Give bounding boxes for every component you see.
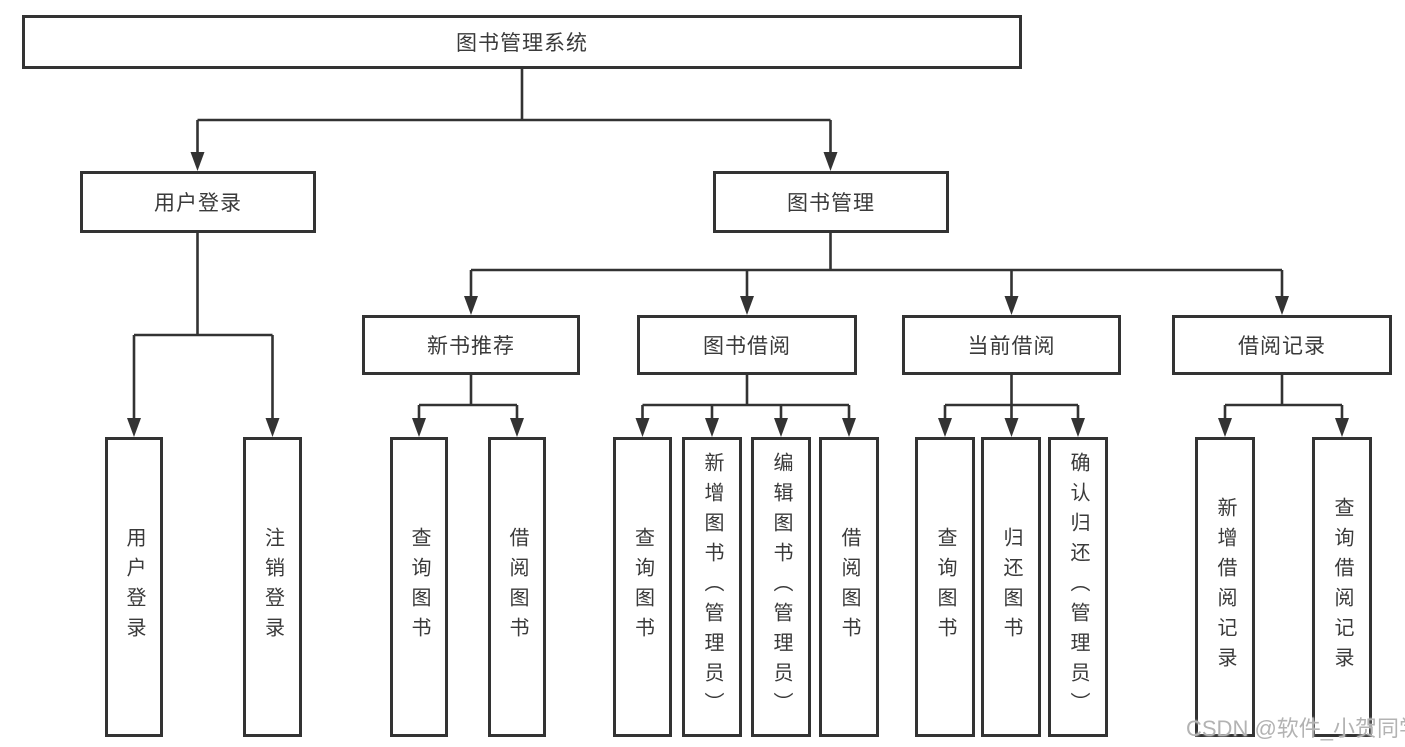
leaf-label: 借阅图书 [506, 527, 528, 647]
leaf-user-login: 用户登录 [105, 437, 163, 737]
leaf-label: 查询图书 [934, 527, 956, 647]
leaf-add-books-admin: 新增图书（管理员） [682, 437, 742, 737]
csdn-watermark: CSDN @软件_小贺同学 [1186, 716, 1405, 741]
leaf-label: 确认归还（管理员） [1067, 452, 1089, 722]
leaf-label: 新增图书（管理员） [701, 452, 723, 722]
leaf-label: 查询图书 [408, 527, 430, 647]
node-book-management: 图书管理 [713, 171, 949, 233]
leaf-label: 编辑图书（管理员） [770, 452, 792, 722]
node-borrowing-records: 借阅记录 [1172, 315, 1392, 375]
leaf-add-borrow-record: 新增借阅记录 [1195, 437, 1255, 737]
node-current-borrowing: 当前借阅 [902, 315, 1121, 375]
leaf-label: 新增借阅记录 [1214, 497, 1236, 677]
leaf-label: 注销登录 [261, 527, 284, 647]
node-book-borrowing: 图书借阅 [637, 315, 857, 375]
leaf-query-books-borrow: 查询图书 [613, 437, 672, 737]
leaf-query-books-recommend: 查询图书 [390, 437, 448, 737]
leaf-label: 查询图书 [631, 527, 654, 647]
leaf-label: 用户登录 [123, 527, 145, 647]
leaf-label: 归还图书 [1000, 527, 1022, 647]
leaf-label: 查询借阅记录 [1331, 497, 1353, 677]
leaf-return-books: 归还图书 [981, 437, 1041, 737]
leaf-borrow-books-recommend: 借阅图书 [488, 437, 546, 737]
leaf-edit-books-admin: 编辑图书（管理员） [751, 437, 811, 737]
leaf-logout: 注销登录 [243, 437, 302, 737]
node-user-login: 用户登录 [80, 171, 316, 233]
node-library-management-system: 图书管理系统 [22, 15, 1022, 69]
leaf-query-books-current: 查询图书 [915, 437, 975, 737]
node-new-book-recommendation: 新书推荐 [362, 315, 580, 375]
leaf-borrow-books: 借阅图书 [819, 437, 879, 737]
leaf-label: 借阅图书 [838, 527, 860, 647]
leaf-query-borrow-record: 查询借阅记录 [1312, 437, 1372, 737]
leaf-confirm-return-admin: 确认归还（管理员） [1048, 437, 1108, 737]
